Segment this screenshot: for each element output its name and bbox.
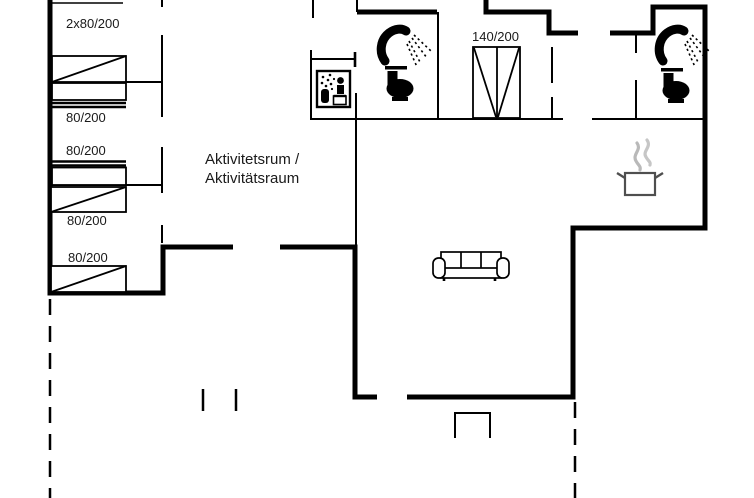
bed-symbol-1 — [51, 82, 127, 109]
bunk-bed-label: 2x80/200 — [66, 16, 120, 31]
interior-walls — [52, 0, 706, 248]
activity-room-label-line1: Aktivitetsrum / — [205, 151, 300, 168]
activity-room-label-line2: Aktivitätsraum — [205, 170, 300, 187]
bed-label-2: 80/200 — [66, 143, 106, 158]
bed-symbol-3 — [50, 186, 127, 213]
bed-label-3: 80/200 — [67, 213, 107, 228]
bedroom-beds — [50, 55, 127, 293]
wardrobe-size-label: 140/200 — [472, 29, 519, 44]
bed-symbol-4 — [50, 265, 127, 293]
entrance-step — [454, 412, 491, 438]
bed-label-1: 80/200 — [66, 110, 106, 125]
toilet-icon-bath1 — [385, 66, 414, 101]
shower-icon-bath1 — [376, 24, 432, 68]
toilet-icon-bath2 — [661, 68, 690, 103]
shower-icon-bath2 — [654, 24, 710, 68]
sofa-symbol — [432, 251, 510, 281]
activity-room-label: Aktivitetsrum / Aktivitätsraum — [205, 150, 299, 188]
exterior-walls — [47, 0, 708, 400]
bed-symbol-bunk — [51, 55, 127, 83]
sauna-icon — [315, 69, 352, 109]
terrace-boundary-dashed — [48, 299, 577, 498]
bed-symbol-2 — [51, 160, 127, 186]
terrace-posts — [201, 389, 238, 411]
bed-label-4: 80/200 — [68, 250, 108, 265]
cooking-pot-icon — [616, 138, 664, 197]
wardrobe-symbol — [472, 46, 521, 119]
